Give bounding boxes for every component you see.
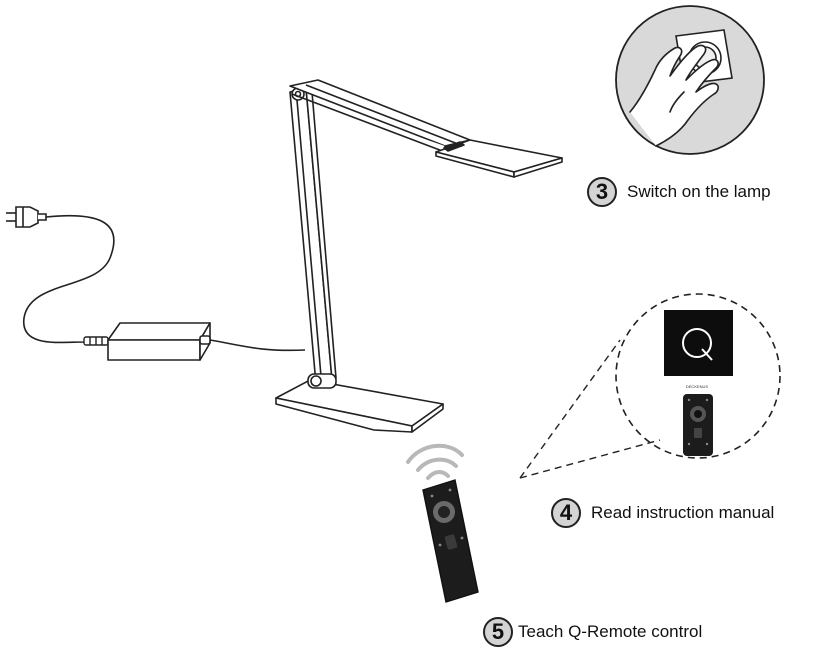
step-text: Read instruction manual bbox=[591, 503, 775, 522]
power-cable bbox=[23, 214, 115, 344]
step-text: Teach Q-Remote control bbox=[518, 622, 703, 641]
manual-remote-icon bbox=[683, 394, 713, 456]
remote-control-icon bbox=[422, 479, 479, 603]
signal-waves-icon bbox=[406, 443, 464, 480]
hand-icon bbox=[629, 44, 719, 147]
step-number-badge: 4 bbox=[551, 498, 581, 528]
manual-illustration: DECKENUS bbox=[519, 293, 781, 479]
step-number-badge: 5 bbox=[483, 617, 513, 647]
lamp-cable bbox=[209, 339, 306, 352]
step-4-label: 4 Read instruction manual bbox=[551, 498, 774, 528]
power-adapter-icon bbox=[107, 322, 211, 361]
q-logo-icon bbox=[682, 328, 713, 361]
manual-cover bbox=[664, 310, 733, 376]
desk-lamp-icon bbox=[275, 79, 563, 433]
step-text: Switch on the lamp bbox=[627, 182, 771, 201]
step-5-label: 5 Teach Q-Remote control bbox=[483, 617, 702, 647]
plug-icon bbox=[6, 206, 47, 228]
step-number-badge: 3 bbox=[587, 177, 617, 207]
switch-illustration bbox=[615, 5, 765, 155]
step-3-label: 3 Switch on the lamp bbox=[587, 177, 771, 207]
manual-caption: DECKENUS bbox=[686, 384, 709, 389]
